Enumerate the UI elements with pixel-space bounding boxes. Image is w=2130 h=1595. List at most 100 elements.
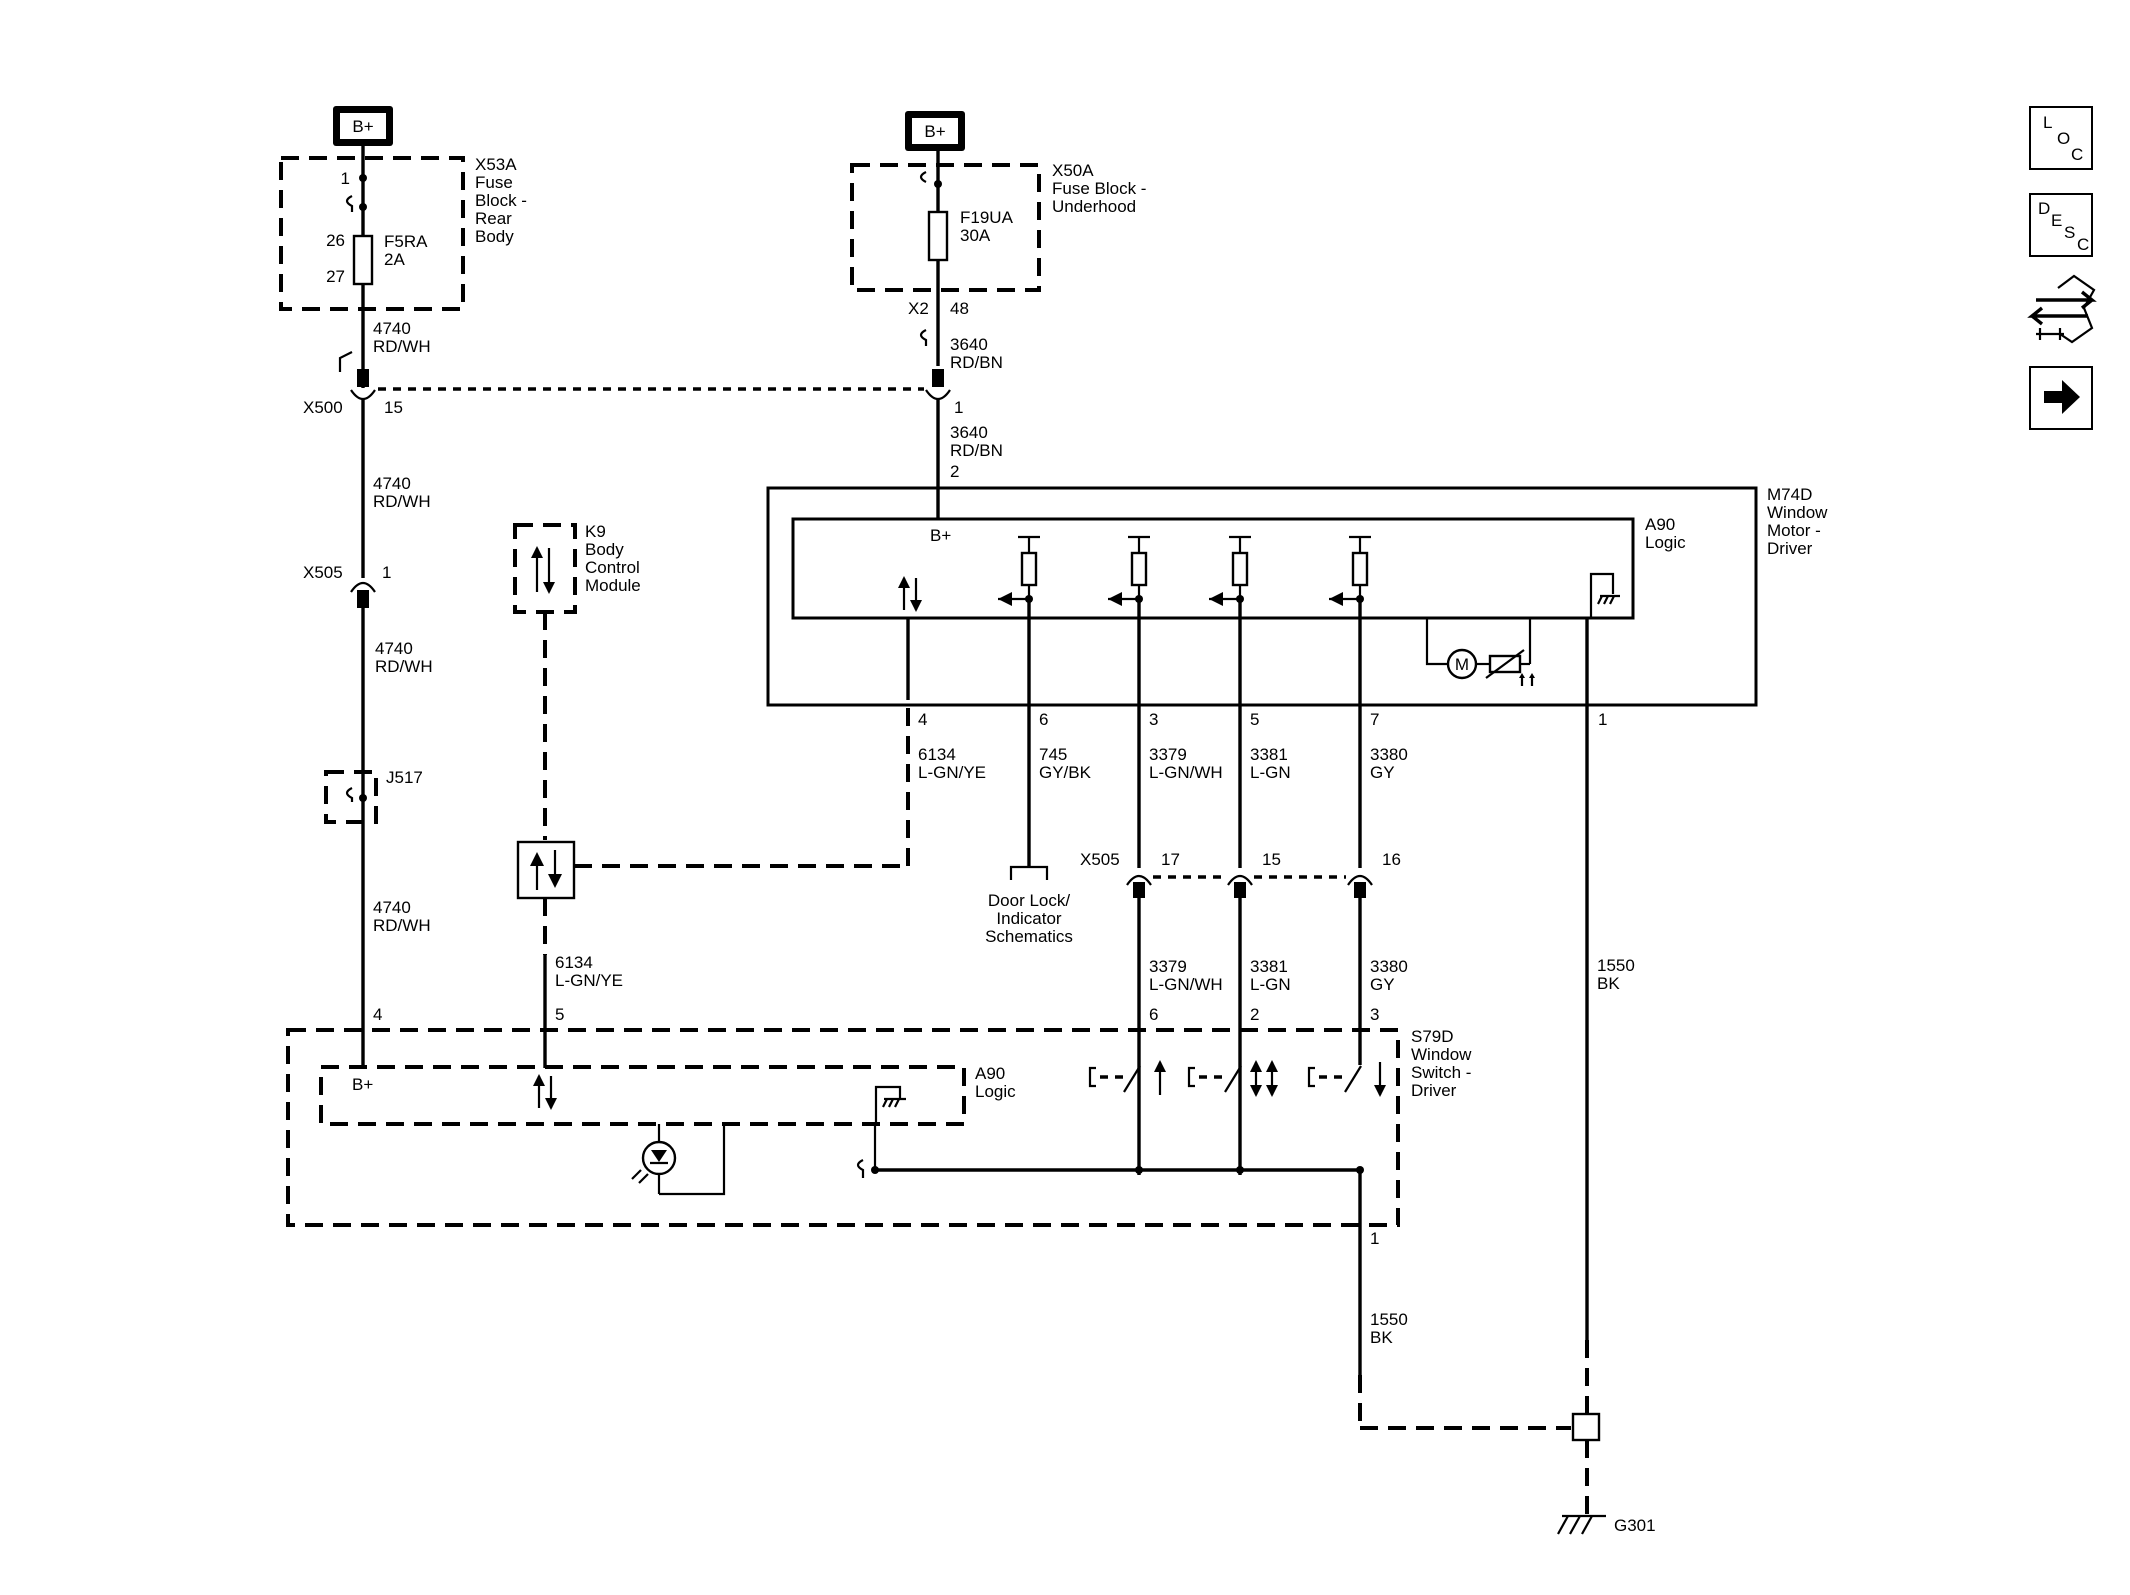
svg-text:Control: Control <box>585 558 640 577</box>
next-page-button[interactable] <box>2029 366 2093 430</box>
desc-button[interactable]: D E S C <box>2029 193 2093 257</box>
svg-text:17: 17 <box>1161 850 1180 869</box>
bplus-right: B+ <box>905 111 965 151</box>
svg-text:J517: J517 <box>386 768 423 787</box>
door-lock-reference: Door Lock/ Indicator Schematics <box>985 891 1073 946</box>
svg-text:7: 7 <box>1370 710 1379 729</box>
svg-text:L-GN/WH: L-GN/WH <box>1149 975 1223 994</box>
svg-text:6134: 6134 <box>918 745 956 764</box>
ground-g301: G301 <box>1557 1340 1656 1535</box>
wire-4740-mid: 4740 RD/WH <box>361 400 431 578</box>
switch-ground-wire: 1 1550 BK <box>1358 1170 1571 1430</box>
svg-text:BK: BK <box>1370 1328 1393 1347</box>
svg-text:3379: 3379 <box>1149 957 1187 976</box>
switch-logic-ground-icon <box>874 1085 906 1124</box>
input-circuit-6 <box>998 535 1040 606</box>
svg-text:GY/BK: GY/BK <box>1039 763 1092 782</box>
svg-text:RD/WH: RD/WH <box>373 916 431 935</box>
svg-text:3: 3 <box>1149 710 1158 729</box>
splice-j517: J517 <box>324 768 423 824</box>
connector-x505-top: X505 1 <box>303 563 391 608</box>
connector-x505-mid: X505 17 15 16 <box>1080 850 1401 898</box>
svg-text:B+: B+ <box>352 1075 373 1094</box>
connector-x500: X500 15 1 <box>303 369 963 417</box>
svg-text:3379: 3379 <box>1149 745 1187 764</box>
svg-text:Window: Window <box>1767 503 1828 522</box>
svg-text:Window: Window <box>1411 1045 1472 1064</box>
k9-body-control-module: K9 Body Control Module <box>513 522 641 840</box>
svg-text:4740: 4740 <box>375 639 413 658</box>
svg-text:Door Lock/: Door Lock/ <box>988 891 1070 910</box>
svg-text:16: 16 <box>1382 850 1401 869</box>
svg-text:1: 1 <box>382 563 391 582</box>
input-circuit-7 <box>1329 535 1371 606</box>
svg-text:48: 48 <box>950 299 969 318</box>
svg-text:1550: 1550 <box>1370 1310 1408 1329</box>
led-icon <box>631 1124 726 1196</box>
svg-text:Switch -: Switch - <box>1411 1063 1471 1082</box>
svg-text:F5RA: F5RA <box>384 232 428 251</box>
svg-text:27: 27 <box>326 267 345 286</box>
svg-text:A90: A90 <box>1645 515 1675 534</box>
svg-text:3640: 3640 <box>950 335 988 354</box>
svg-text:Logic: Logic <box>975 1082 1016 1101</box>
svg-text:RD/WH: RD/WH <box>373 337 431 356</box>
svg-text:5: 5 <box>1250 710 1259 729</box>
s79d-window-switch: S79D Window Switch - Driver A90 Logic B+… <box>286 1005 1472 1227</box>
svg-text:B+: B+ <box>924 122 945 141</box>
connector-tools-icon[interactable] <box>2027 274 2097 344</box>
svg-text:1: 1 <box>1598 710 1607 729</box>
svg-text:Schematics: Schematics <box>985 927 1073 946</box>
logic-ground-icon <box>1589 572 1620 618</box>
svg-text:M74D: M74D <box>1767 485 1812 504</box>
input-circuit-3 <box>1108 535 1150 606</box>
svg-text:L-GN: L-GN <box>1250 975 1291 994</box>
svg-text:B+: B+ <box>352 117 373 136</box>
switch-up-contact <box>1088 1060 1166 1095</box>
svg-text:E: E <box>2051 211 2062 230</box>
svg-text:Body: Body <box>585 540 624 559</box>
svg-text:L-GN: L-GN <box>1250 763 1291 782</box>
svg-text:2: 2 <box>950 462 959 481</box>
svg-text:X505: X505 <box>303 563 343 582</box>
svg-text:4740: 4740 <box>373 319 411 338</box>
svg-text:L-GN/WH: L-GN/WH <box>1149 763 1223 782</box>
svg-text:C: C <box>2077 235 2089 254</box>
svg-text:4: 4 <box>918 710 927 729</box>
arrow-right-icon <box>2044 380 2080 414</box>
svg-text:6: 6 <box>1039 710 1048 729</box>
svg-text:1550: 1550 <box>1597 956 1635 975</box>
svg-text:Body: Body <box>475 227 514 246</box>
svg-text:B+: B+ <box>930 526 951 545</box>
svg-text:BK: BK <box>1597 974 1620 993</box>
svg-text:X505: X505 <box>1080 850 1120 869</box>
svg-text:X500: X500 <box>303 398 343 417</box>
svg-text:Driver: Driver <box>1767 539 1813 558</box>
switch-down-contact <box>1307 1062 1386 1097</box>
bplus-left: B+ <box>333 106 393 146</box>
svg-text:Block -: Block - <box>475 191 527 210</box>
wire-3640: 3640 RD/BN 3640 RD/BN 2 <box>936 335 1003 519</box>
svg-text:Underhood: Underhood <box>1052 197 1136 216</box>
svg-text:15: 15 <box>384 398 403 417</box>
svg-text:X53A: X53A <box>475 155 517 174</box>
svg-text:L-GN/YE: L-GN/YE <box>918 763 986 782</box>
svg-text:26: 26 <box>326 231 345 250</box>
wire-4740-lower: 4740 RD/WH <box>361 608 433 1065</box>
svg-text:Fuse: Fuse <box>475 173 513 192</box>
svg-text:RD/WH: RD/WH <box>375 657 433 676</box>
svg-text:3380: 3380 <box>1370 957 1408 976</box>
svg-text:3640: 3640 <box>950 423 988 442</box>
svg-text:S: S <box>2064 223 2075 242</box>
svg-text:O: O <box>2057 129 2070 148</box>
svg-text:X2: X2 <box>908 299 929 318</box>
svg-text:F19UA: F19UA <box>960 208 1014 227</box>
svg-text:3381: 3381 <box>1250 957 1288 976</box>
svg-text:K9: K9 <box>585 522 606 541</box>
svg-text:1: 1 <box>954 398 963 417</box>
svg-text:1: 1 <box>1370 1229 1379 1248</box>
loc-button[interactable]: L O C <box>2029 106 2093 170</box>
svg-text:2A: 2A <box>384 250 405 269</box>
svg-text:M: M <box>1455 655 1469 674</box>
svg-text:A90: A90 <box>975 1064 1005 1083</box>
